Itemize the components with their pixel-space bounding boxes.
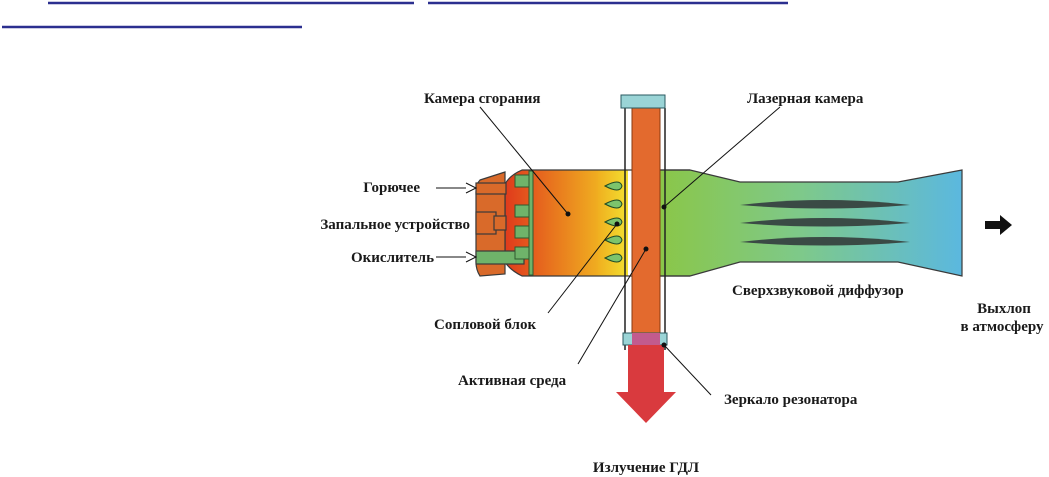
injector-blocks: [514, 170, 534, 276]
active-medium-bar: [631, 105, 661, 335]
label-laser-chamber: Лазерная камера: [747, 91, 864, 107]
label-resonator-mirror: Зеркало резонатора: [724, 392, 858, 408]
feed-arrows: [436, 182, 478, 263]
top-resonator-mirror: [620, 94, 666, 109]
leader-lines: [479, 106, 781, 396]
text-labels: Камера сгорания Лазерная камера Горючее …: [320, 91, 1044, 476]
igniter-device: [475, 211, 507, 235]
fuel-pipe: [475, 182, 507, 195]
label-fuel: Горючее: [363, 180, 420, 196]
label-igniter: Запальное устройство: [320, 217, 470, 233]
label-exhaust-line1: Выхлоп: [977, 301, 1031, 317]
label-exhaust-line2: в атмосферу: [961, 319, 1044, 335]
output-resonator-mirror: [622, 332, 668, 346]
label-gdl-radiation: Излучение ГДЛ: [593, 460, 699, 476]
label-combustion-chamber: Камера сгорания: [424, 91, 540, 107]
right-arrow-icon: [985, 215, 1012, 235]
resonator-guides: [624, 108, 666, 350]
header-rules: [2, 1, 788, 29]
label-nozzle-block: Сопловой блок: [434, 317, 536, 333]
label-oxidizer: Окислитель: [351, 250, 434, 266]
down-arrow-icon: [616, 345, 676, 423]
label-supersonic-diffuser: Сверхзвуковой диффузор: [732, 283, 904, 299]
diffuser-shock-lenses: [740, 200, 910, 246]
label-active-medium: Активная среда: [458, 373, 567, 389]
